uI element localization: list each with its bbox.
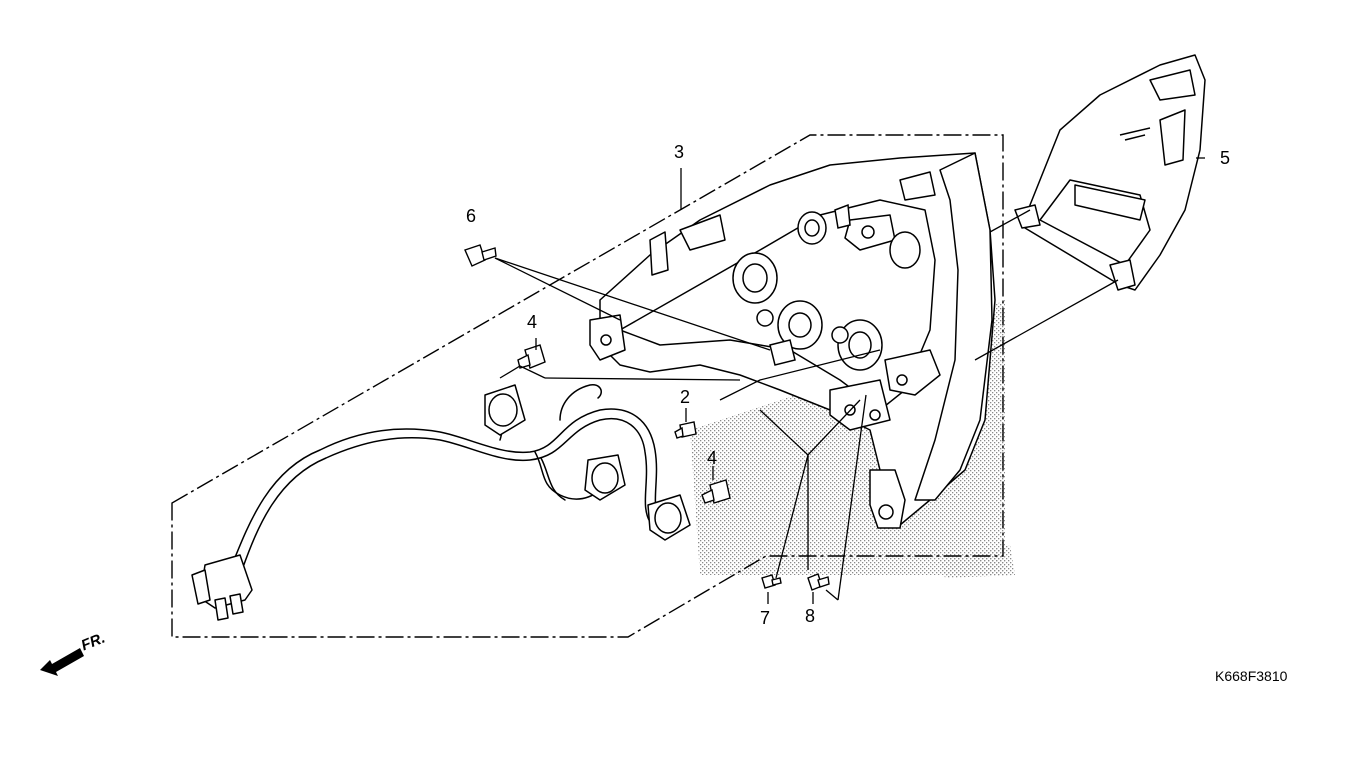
harness-sockets	[484, 384, 691, 541]
callout-6: 6	[466, 206, 477, 226]
callout-5: 5	[1220, 148, 1231, 168]
figure-code: K668F3810	[1215, 668, 1288, 684]
bulbs	[517, 344, 731, 504]
front-direction-arrow-icon	[40, 648, 84, 676]
housing-sockets	[732, 203, 921, 371]
callout-2: 2	[680, 387, 691, 407]
callout-4-upper: 4	[527, 312, 538, 332]
leader-lines	[494, 157, 1205, 604]
callout-7: 7	[760, 608, 771, 628]
lens-cover	[1014, 54, 1206, 291]
callout-8: 8	[805, 606, 816, 626]
callout-3: 3	[674, 142, 685, 162]
screws	[464, 244, 830, 591]
callout-4-lower: 4	[707, 448, 718, 468]
assembly-boundary	[171, 134, 1004, 638]
harness-connector	[191, 554, 253, 621]
screw-6	[464, 244, 486, 267]
